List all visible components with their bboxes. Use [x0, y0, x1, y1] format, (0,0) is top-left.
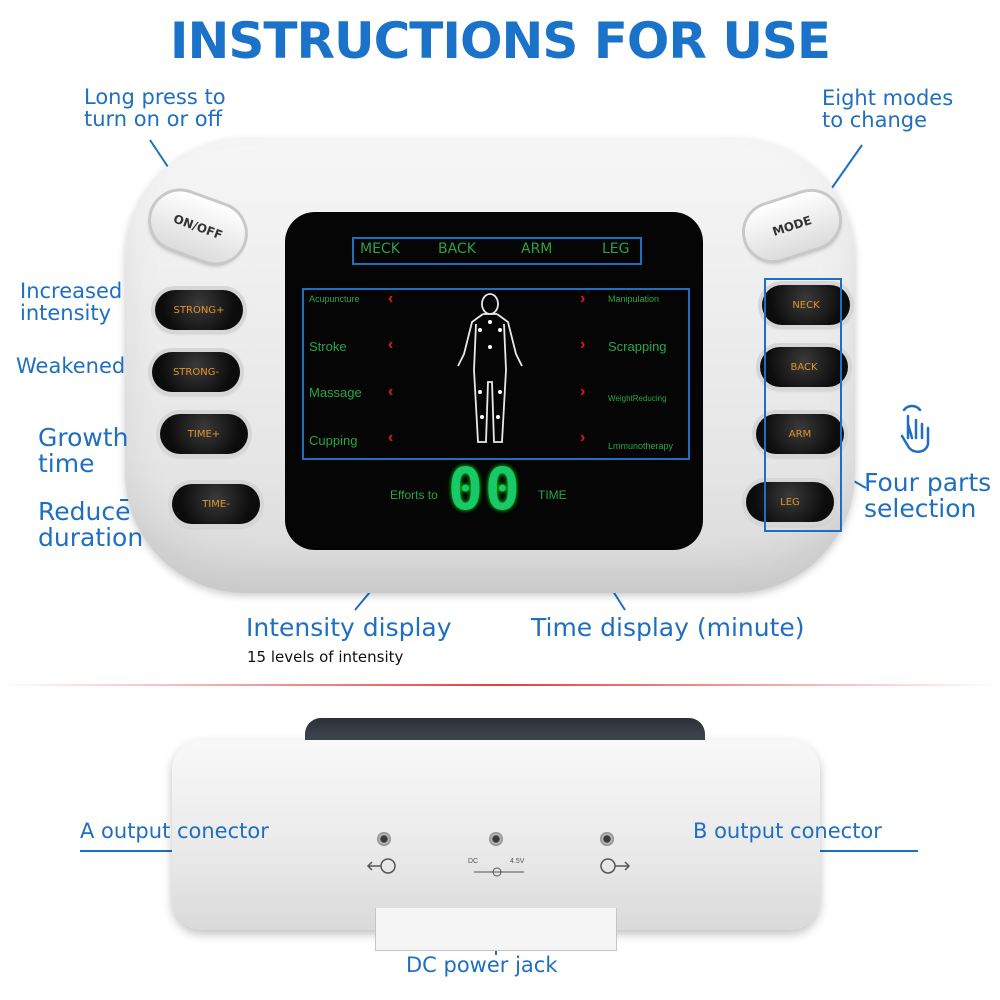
callout-increase: Increased intensity: [20, 279, 123, 326]
mode-immunotherapy: Lmmunotherapy: [608, 441, 674, 451]
dc-polarity-icon: [474, 867, 524, 877]
screen-part-leg: LEG: [602, 241, 630, 257]
neck-button[interactable]: NECK: [762, 285, 850, 325]
callout-time: Time display (minute): [531, 613, 805, 642]
time-label: TIME: [538, 488, 567, 502]
strong-minus-button[interactable]: STRONG-: [152, 352, 240, 392]
mode-scrapping: Scrapping: [608, 339, 667, 354]
right-arrow-icon: ›: [580, 429, 586, 446]
screen-part-neck: MECK: [360, 241, 400, 257]
left-arrow-icon: ‹: [388, 336, 394, 353]
right-arrow-icon: ›: [580, 336, 586, 353]
efforts-label: Efforts to: [390, 488, 438, 502]
callout-intensity-sub: 15 levels of intensity: [247, 648, 404, 666]
intensity-digits: 00: [448, 455, 522, 523]
callout-intensity: Intensity display: [246, 613, 452, 642]
parts-buttons-box: [764, 278, 842, 532]
a-output-port[interactable]: [377, 832, 391, 846]
right-arrow-icon: ›: [580, 290, 586, 307]
mode-manipulation: Manipulation: [608, 294, 660, 304]
mode-stroke: Stroke: [309, 339, 347, 354]
dc-label: DC: [468, 858, 479, 865]
mode-acupuncture: Acupuncture: [309, 294, 360, 304]
strong-plus-button[interactable]: STRONG+: [155, 290, 243, 330]
b-output-port[interactable]: [600, 832, 614, 846]
callout-parts: Four parts selection: [864, 468, 992, 524]
screen-part-back: BACK: [438, 241, 476, 257]
output-b-icon: [600, 858, 631, 874]
arm-button[interactable]: ARM: [756, 414, 844, 454]
volt-label: 4.5V: [510, 858, 525, 865]
modes-box: [302, 288, 690, 460]
lcd-screen: [285, 212, 703, 550]
parts-box: [352, 237, 642, 265]
screen-part-arm: ARM: [521, 241, 553, 257]
mode-massage: Massage: [309, 385, 362, 400]
callout-growth: Growth time: [38, 423, 129, 479]
mode-weightreducing: WeightReducing: [608, 394, 667, 403]
output-a-icon: [366, 858, 396, 874]
page-title: INSTRUCTIONS FOR USE: [169, 12, 831, 70]
callout-dc: DC power jack: [406, 953, 558, 977]
time-plus-button[interactable]: TIME+: [160, 414, 248, 454]
section-divider: [0, 684, 1000, 686]
callout-reduce: Reduce duration: [38, 497, 144, 553]
device-side-foot: [375, 908, 617, 951]
touch-hand-icon: [900, 404, 930, 453]
leg-button[interactable]: LEG: [746, 482, 834, 522]
body-figure-icon: [457, 293, 523, 443]
mode-cupping: Cupping: [309, 433, 358, 448]
left-arrow-icon: ‹: [388, 290, 394, 307]
left-arrow-icon: ‹: [388, 383, 394, 400]
callout-a-output: A output conector: [80, 819, 269, 843]
callout-onoff: Long press to turn on or off: [84, 85, 226, 132]
back-button[interactable]: BACK: [760, 347, 848, 387]
callout-b-output: B output conector: [693, 819, 882, 843]
time-minus-button[interactable]: TIME-: [172, 484, 260, 524]
dc-power-port[interactable]: [489, 832, 503, 846]
right-arrow-icon: ›: [580, 383, 586, 400]
left-arrow-icon: ‹: [388, 429, 394, 446]
callout-mode: Eight modes to change: [822, 86, 954, 133]
callout-weaken: Weakened: [16, 354, 126, 378]
